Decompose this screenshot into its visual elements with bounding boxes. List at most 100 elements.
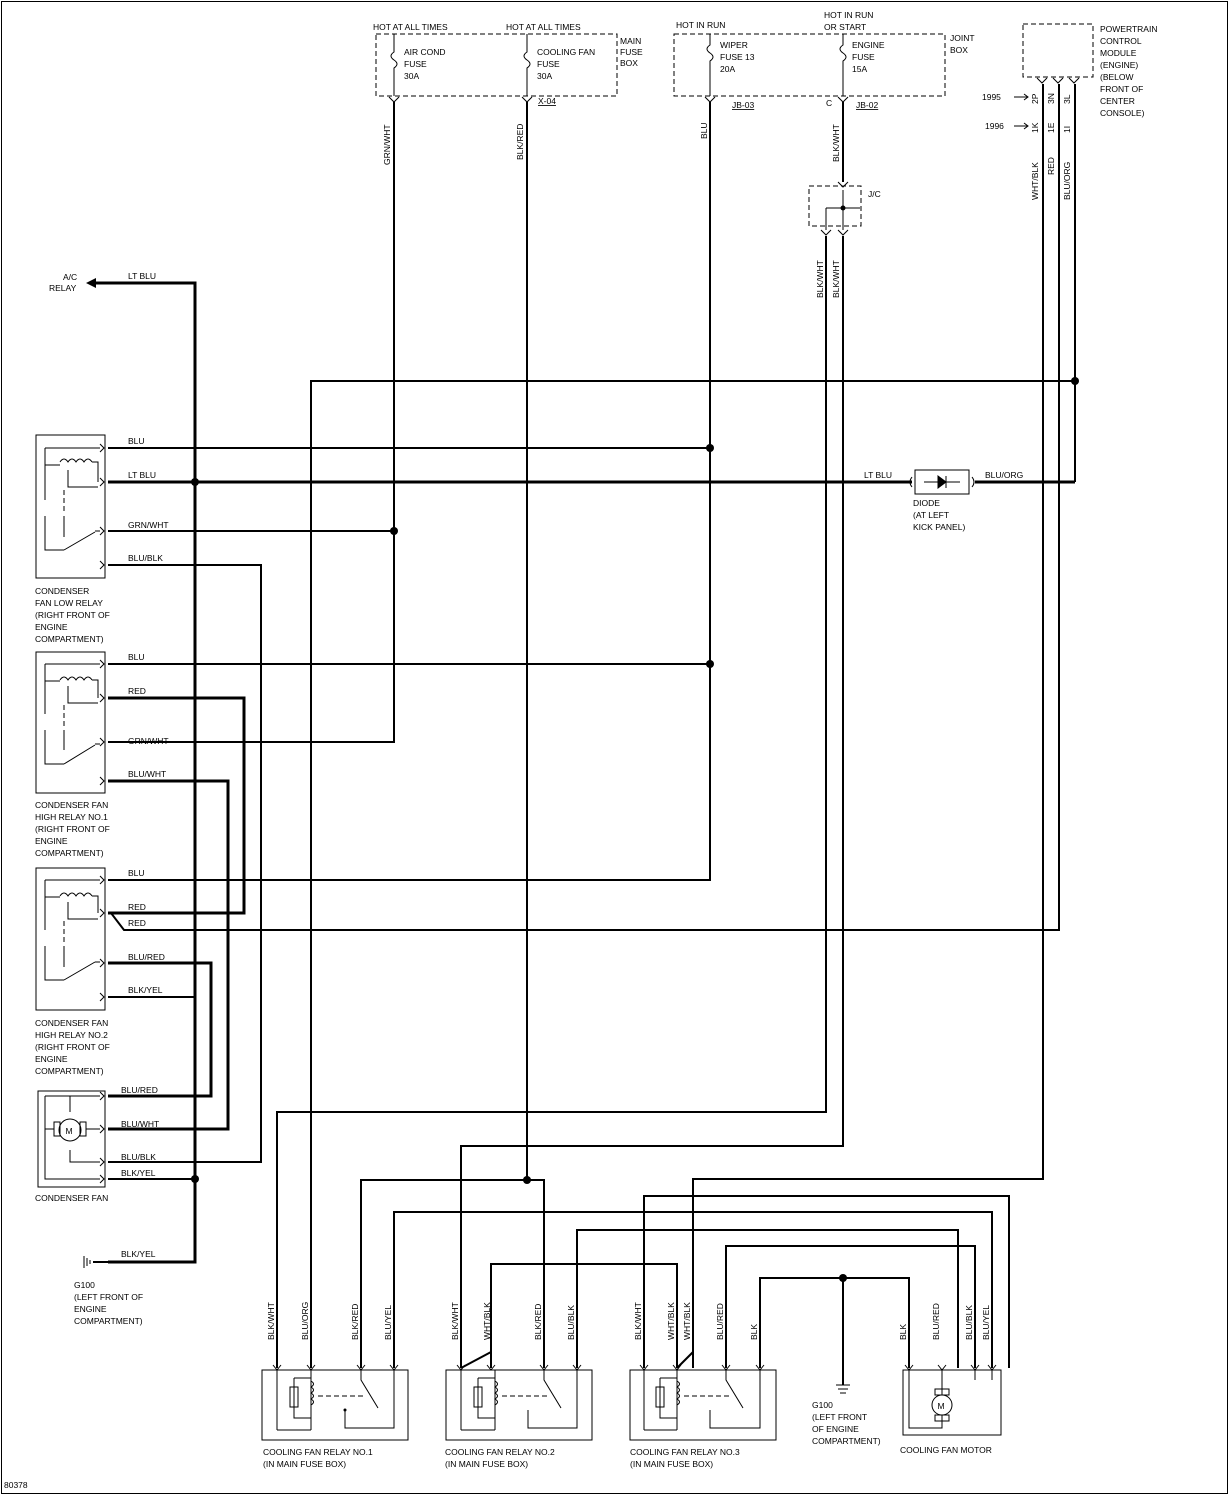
year-1996-label: 1996	[985, 121, 1004, 131]
wire-label-blu-red-fan: BLU/RED	[121, 1085, 158, 1095]
cooling-fan-relay-1: COOLING FAN RELAY NO.1 (IN MAIN FUSE BOX…	[261, 1302, 409, 1469]
wire-label-blk-red-r2: BLK/RED	[533, 1304, 543, 1340]
wire-label-blk-wht-r1: BLK/WHT	[266, 1302, 276, 1340]
ground-right-label-4: COMPARTMENT)	[812, 1436, 881, 1446]
main-fuse-box: HOT AT ALL TIMES HOT AT ALL TIMES MAIN F…	[373, 22, 643, 106]
cooling-fan-relay-3: COOLING FAN RELAY NO.3 (IN MAIN FUSE BOX…	[629, 1302, 777, 1469]
pcm-pin-2p: 2P	[1030, 93, 1040, 104]
ground-right-label-1: G100	[812, 1400, 833, 1410]
pcm-label-2: CONTROL	[1100, 36, 1142, 46]
ac-relay-label-1: A/C	[63, 272, 77, 282]
wire-label-blu-yel-motor: BLU/YEL	[981, 1305, 991, 1340]
condenser-fan-motor-letter: M	[66, 1126, 73, 1136]
wiper-fuse-label-1: WIPER	[720, 40, 748, 50]
cooling-relay-2-label-2: (IN MAIN FUSE BOX)	[445, 1459, 528, 1469]
cooling-fan-relay-2: COOLING FAN RELAY NO.2 (IN MAIN FUSE BOX…	[445, 1302, 593, 1469]
wire-label-blk-yel-high2: BLK/YEL	[128, 985, 163, 995]
cooling-fan-fuse-label-3: 30A	[537, 71, 552, 81]
main-fuse-box-label-1: MAIN	[620, 36, 641, 46]
hot-in-run-or-start-label-1: HOT IN RUN	[824, 10, 873, 20]
high2-relay-label-4: ENGINE	[35, 1054, 68, 1064]
high2-relay-label-3: (RIGHT FRONT OF	[35, 1042, 110, 1052]
main-fuse-box-label-3: BOX	[620, 58, 638, 68]
pcm-wire-blu-org-label: BLU/ORG	[1062, 162, 1072, 200]
wires	[93, 84, 1076, 1385]
ac-relay-label-2: RELAY	[49, 283, 77, 293]
high1-relay-label-4: ENGINE	[35, 836, 68, 846]
diode-label-3: KICK PANEL)	[913, 522, 965, 532]
ground-left-label-4: COMPARTMENT)	[74, 1316, 143, 1326]
pcm-wire-wht-blk-label: WHT/BLK	[1030, 162, 1040, 200]
condenser-fan-high-relay-1: BLU RED GRN/WHT BLU/WHT CONDENSER FAN HI…	[35, 651, 169, 858]
wire-label-red-high2-1: RED	[128, 902, 146, 912]
low-relay-label-5: COMPARTMENT)	[35, 634, 104, 644]
wire-label-blu-top: BLU	[699, 122, 709, 139]
wire-label-blu-high2: BLU	[128, 868, 145, 878]
wire-label-blu-wht-fan: BLU/WHT	[121, 1119, 159, 1129]
low-relay-label-1: CONDENSER	[35, 586, 89, 596]
wire-label-blu-blk-low: BLU/BLK	[128, 553, 163, 563]
wire-label-red-high1: RED	[128, 686, 146, 696]
cooling-fan-fuse-label-1: COOLING FAN	[537, 47, 595, 57]
air-cond-fuse-label-2: FUSE	[404, 59, 427, 69]
condenser-fan-low-relay: BLU LT BLU GRN/WHT BLU/BLK CONDENSER FAN…	[35, 434, 169, 644]
ground-left-label-2: (LEFT FRONT OF	[74, 1292, 143, 1302]
cooling-fan-fuse-label-2: FUSE	[537, 59, 560, 69]
wiper-fuse-label-2: FUSE 13	[720, 52, 755, 62]
ground-right-label-2: (LEFT FRONT	[812, 1412, 867, 1422]
wire-label-grn-wht-top: GRN/WHT	[382, 124, 392, 165]
pcm-pin-1e: 1E	[1046, 122, 1056, 133]
pcm-label-1: POWERTRAIN	[1100, 24, 1157, 34]
wire-label-blk-r3: BLK	[749, 1324, 759, 1340]
engine-fuse-label-2: FUSE	[852, 52, 875, 62]
wire-label-blk-motor: BLK	[898, 1324, 908, 1340]
cooling-relay-2-label-1: COOLING FAN RELAY NO.2	[445, 1447, 555, 1457]
ground-right-label-3: OF ENGINE	[812, 1424, 859, 1434]
cooling-relay-3-label-1: COOLING FAN RELAY NO.3	[630, 1447, 740, 1457]
pcm-pin-3l: 3L	[1062, 94, 1072, 104]
diode: LT BLU BLU/ORG DIODE (AT LEFT KICK PANEL…	[864, 469, 1023, 532]
pcm-label-7: CENTER	[1100, 96, 1135, 106]
wire-label-grn-wht-low: GRN/WHT	[128, 520, 169, 530]
wire-label-blu-yel-r1: BLU/YEL	[383, 1305, 393, 1340]
diode-label-2: (AT LEFT	[913, 510, 949, 520]
pcm-label-6: FRONT OF	[1100, 84, 1143, 94]
high2-relay-label-2: HIGH RELAY NO.2	[35, 1030, 108, 1040]
wire-label-blk-wht-r3: BLK/WHT	[633, 1302, 643, 1340]
jb03-connector-label: JB-03	[732, 100, 754, 110]
pcm-wire-red-label: RED	[1046, 157, 1056, 175]
ground-left-label-3: ENGINE	[74, 1304, 107, 1314]
joint-box-label-1: JOINT	[950, 33, 975, 43]
cooling-fan-motor-letter: M	[938, 1401, 945, 1411]
pcm-label-8: CONSOLE)	[1100, 108, 1145, 118]
wire-label-blu-high1: BLU	[128, 652, 145, 662]
condenser-fan-high-relay-2: BLU RED RED BLU/RED BLK/YEL CONDENSER FA…	[35, 867, 165, 1076]
wire-label-wht-blk-r3b: WHT/BLK	[682, 1302, 692, 1340]
wire-label-grn-wht-high1: GRN/WHT	[128, 736, 169, 746]
ground-g100-right: G100 (LEFT FRONT OF ENGINE COMPARTMENT)	[812, 1384, 881, 1446]
wire-label-blk-red-top: BLK/RED	[515, 124, 525, 160]
junction-connector: J/C	[808, 181, 881, 236]
high1-relay-label-5: COMPARTMENT)	[35, 848, 104, 858]
high1-relay-label-2: HIGH RELAY NO.1	[35, 812, 108, 822]
wire-label-wht-blk-r3a: WHT/BLK	[666, 1302, 676, 1340]
condenser-fan-label: CONDENSER FAN	[35, 1193, 108, 1203]
wire-label-red-high2-2: RED	[128, 918, 146, 928]
hot-in-run-label: HOT IN RUN	[676, 20, 725, 30]
cooling-relay-1-label-2: (IN MAIN FUSE BOX)	[263, 1459, 346, 1469]
high2-relay-label-1: CONDENSER FAN	[35, 1018, 108, 1028]
main-fuse-box-label-2: FUSE	[620, 47, 643, 57]
pcm-pin-1k: 1K	[1030, 122, 1040, 133]
wire-label-lt-blu-diode: LT BLU	[864, 470, 892, 480]
low-relay-label-3: (RIGHT FRONT OF	[35, 610, 110, 620]
hot-at-all-times-label-1: HOT AT ALL TIMES	[373, 22, 448, 32]
wire-label-wht-blk-r2: WHT/BLK	[482, 1302, 492, 1340]
wire-label-blu-blk-fan: BLU/BLK	[121, 1152, 156, 1162]
wire-label-blk-yel-ground: BLK/YEL	[121, 1249, 156, 1259]
wire-label-blu-red-motor: BLU/RED	[931, 1303, 941, 1340]
jc-label: J/C	[868, 189, 881, 199]
pcm-label-4: (ENGINE)	[1100, 60, 1138, 70]
wire-label-blk-wht-top: BLK/WHT	[831, 124, 841, 162]
engine-fuse-label-1: ENGINE	[852, 40, 885, 50]
